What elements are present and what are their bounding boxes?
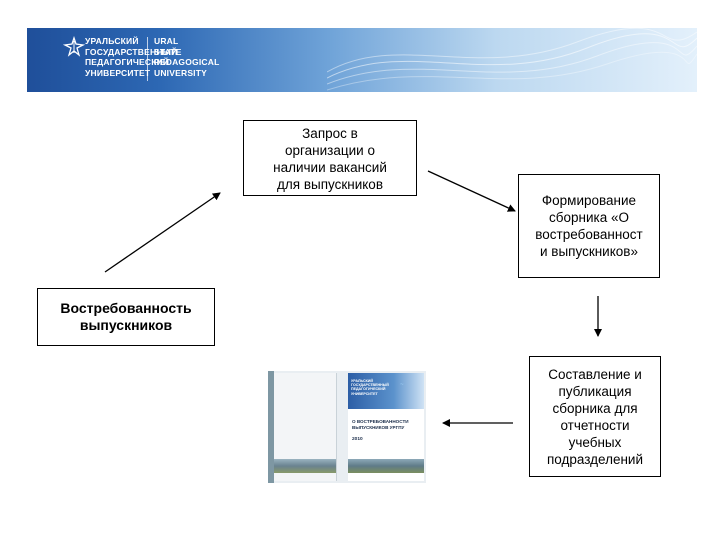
book-cover-title: О ВОСТРЕБОВАННОСТИ ВЫПУСКНИКОВ УРГПУ [352,419,409,430]
university-name-en-line: STATE [154,46,182,57]
node-text-line: и выпускников» [540,244,638,259]
node-text-line: Формирование [541,193,637,208]
university-banner: УРАЛЬСКИЙ ГОСУДАРСТВЕННЫЙ ПЕДАГОГИЧЕСКИЙ… [27,28,697,92]
book-front-cover: УРАЛЬСКИЙ ГОСУДАРСТВЕННЫЙ ПЕДАГОГИЧЕСКИЙ… [348,373,424,481]
book-cover-year: 2010 [352,437,363,442]
book-back-photo-strip [274,459,336,473]
node-text-line: Запрос в [302,126,358,141]
book-logo-line: УРАЛЬСКИЙ [351,379,373,383]
book-cover-header: УРАЛЬСКИЙ ГОСУДАРСТВЕННЫЙ ПЕДАГОГИЧЕСКИЙ… [348,373,424,409]
book-spine [268,371,274,483]
university-name-ru-line: УНИВЕРСИТЕТ [85,67,151,78]
university-logo-icon [63,36,85,57]
banner-wave-decoration [327,28,697,91]
node-text-line: сборника для [552,400,638,416]
university-name-ru: УРАЛЬСКИЙ ГОСУДАРСТВЕННЫЙ ПЕДАГОГИЧЕСКИЙ… [85,36,178,78]
university-name-ru-line: ГОСУДАРСТВЕННЫЙ [85,46,178,57]
arrow-request-to-form [427,170,516,212]
university-name-ru-line: УРАЛЬСКИЙ [85,36,139,46]
university-name-ru-line: ПЕДАГОГИЧЕСКИЙ [85,57,170,67]
node-text-line: отчетности [560,417,630,433]
node-text-line: для выпускников [277,177,383,192]
node-text-line: востребованност [535,227,643,242]
node-vacancy-request: Запрос в организации о наличии вакансий … [243,120,417,196]
book-cover-photo-strip [348,459,424,473]
book-signature-mark: ~ [400,382,404,388]
node-graduate-demand: Востребованность выпускников [37,288,215,346]
node-text-line: публикация [558,383,632,399]
university-name-en-line: PEDAGOGICAL [154,57,220,67]
book-logo-line: ГОСУДАРСТВЕННЫЙ [351,383,389,388]
node-text-line: подразделений [546,451,644,467]
university-name-en-line: UNIVERSITY [154,67,208,78]
node-text-line: сборника «О [549,210,629,225]
node-collection-publication: Составление и публикация сборника для от… [529,356,661,477]
node-text-line: выпускников [79,317,173,333]
node-text-line: Востребованность [60,300,192,316]
arrow-demand-to-request [104,192,221,273]
banner-divider [147,37,148,81]
collection-book-image: УРАЛЬСКИЙ ГОСУДАРСТВЕННЫЙ ПЕДАГОГИЧЕСКИЙ… [268,371,426,483]
book-cover-logo: УРАЛЬСКИЙ ГОСУДАРСТВЕННЫЙ ПЕДАГОГИЧЕСКИЙ… [351,379,389,396]
node-collection-forming: Формирование сборника «О востребованност… [518,174,660,278]
university-name-en-line: URAL [154,36,179,46]
node-text-line: учебных [568,434,622,450]
node-text-line: Составление и [548,366,642,382]
book-logo-line: УНИВЕРСИТЕТ [351,391,378,396]
book-logo-line: ПЕДАГОГИЧЕСКИЙ [351,387,386,392]
node-text-line: организации о [285,143,375,158]
node-text-line: наличии вакансий [273,160,387,175]
university-name-en: URAL STATE PEDAGOGICAL UNIVERSITY [154,36,219,78]
